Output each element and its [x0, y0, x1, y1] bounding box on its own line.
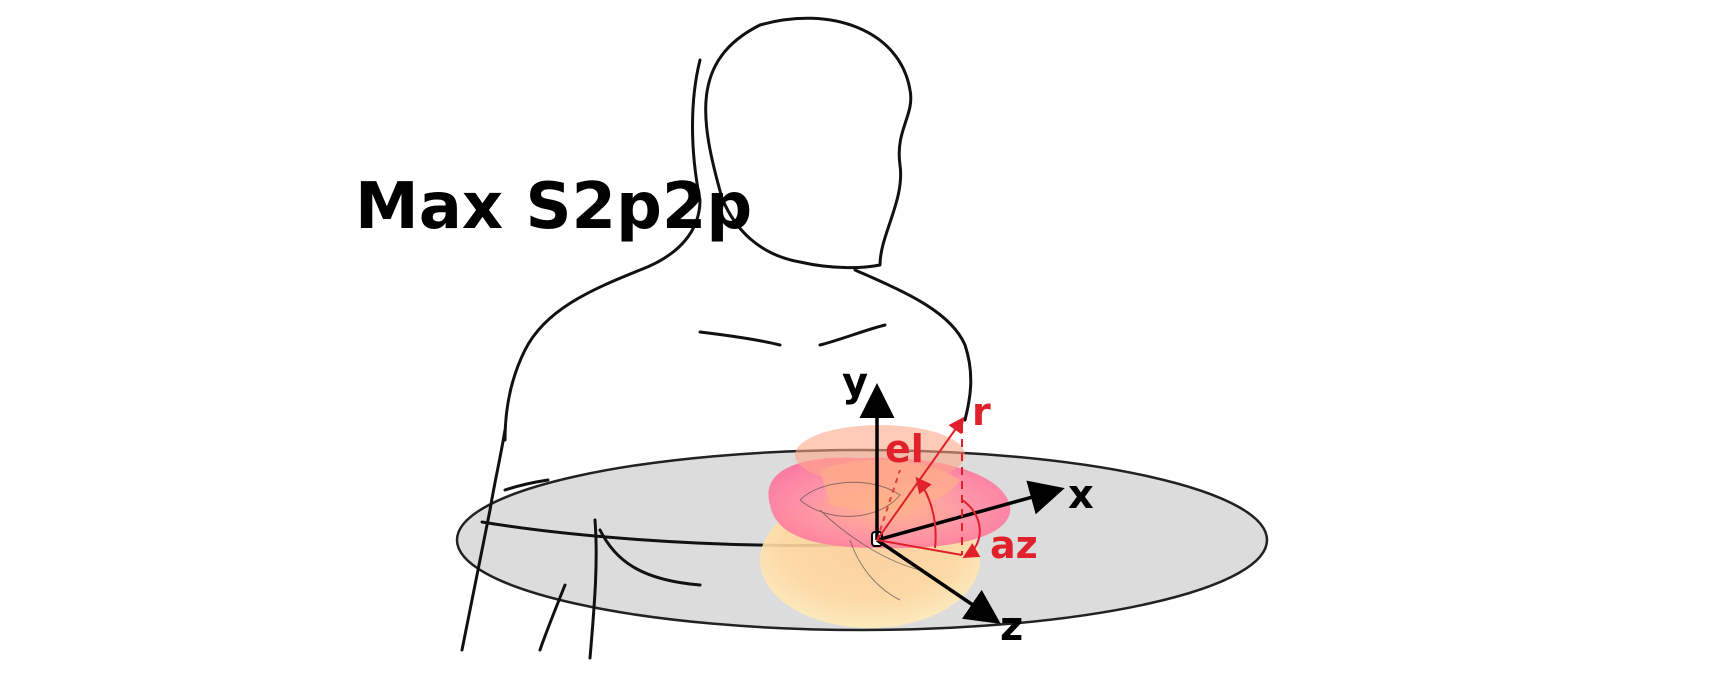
y-axis-label: y — [842, 360, 868, 406]
z-axis-label: z — [1000, 604, 1023, 650]
el-arc — [915, 476, 937, 549]
az-projection-line — [876, 539, 963, 556]
r-label: r — [972, 390, 991, 434]
spherical-coordinates — [876, 416, 981, 559]
az-label: az — [990, 523, 1038, 567]
el-label: el — [885, 427, 924, 471]
az-arc — [961, 499, 981, 559]
z-axis-arrow — [876, 538, 1001, 624]
diagram-title: Max S2p2p — [355, 170, 753, 244]
x-axis-arrow — [876, 480, 1065, 542]
x-axis-label: x — [1068, 472, 1094, 518]
torso-outline — [460, 16, 973, 660]
